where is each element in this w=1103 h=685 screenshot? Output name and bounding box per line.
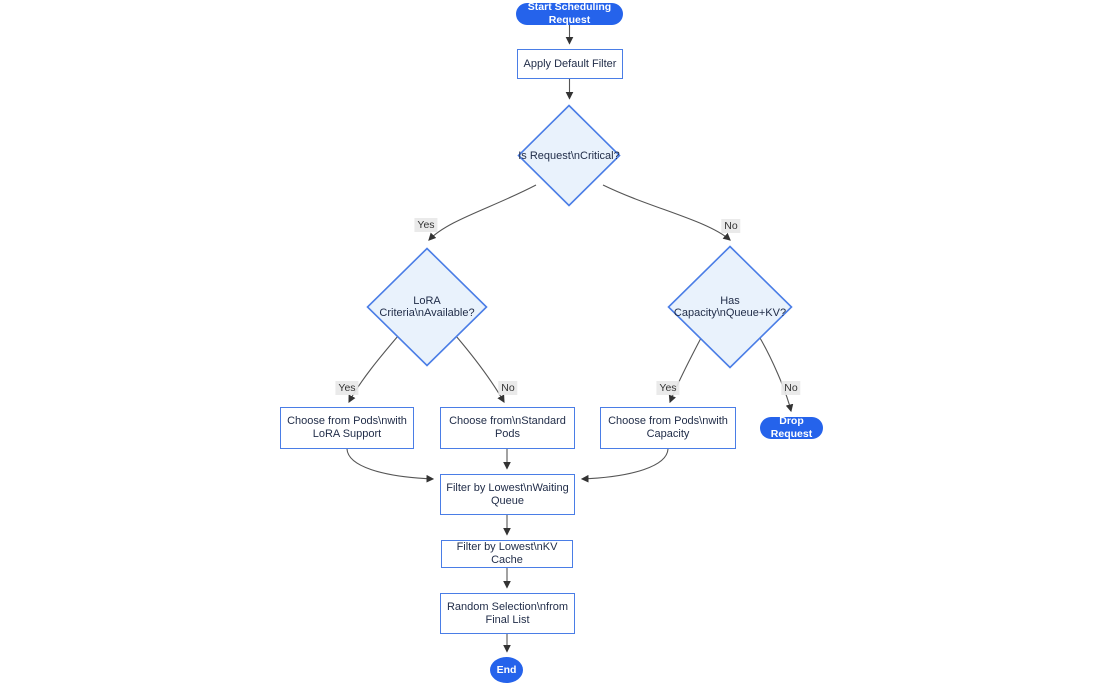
- node-random-selection-line2: Final List: [485, 613, 530, 626]
- node-end-label: End: [496, 663, 517, 676]
- node-filter-waiting-queue-line2: Queue: [490, 494, 525, 507]
- diamond-shape: [667, 245, 793, 369]
- node-choose-capacity-pods-line2: Capacity: [646, 428, 690, 440]
- node-filter-kv-cache: Filter by Lowest\nKV Cache: [441, 540, 573, 568]
- node-choose-standard-pods: Choose from\nStandard Pods: [440, 407, 575, 449]
- edge-capacitypods-to-filter: [580, 448, 669, 483]
- node-filter-kv-cache-label: Filter by Lowest\nKV Cache: [456, 541, 558, 566]
- node-choose-standard-pods-line2: Pods: [494, 428, 521, 440]
- diamond-shape: [517, 104, 621, 207]
- node-lora-criteria-label: LoRA Criteria\nAvailable?: [379, 295, 475, 319]
- edge-capacity-no: [759, 337, 794, 413]
- node-apply-default-filter: Apply Default Filter: [517, 49, 623, 79]
- node-end: End: [490, 657, 523, 683]
- edge-label-critical-no: No: [721, 219, 741, 233]
- node-choose-capacity-pods-line1: Choose from Pods\nwith: [608, 415, 728, 427]
- node-choose-lora-pods-line1: Choose from Pods\nwith: [287, 415, 407, 427]
- edge-lora-yes: [348, 335, 399, 404]
- diamond-shape: [366, 247, 488, 367]
- edge-critical-no: [602, 184, 731, 241]
- edge-label-lora-yes: Yes: [335, 381, 359, 395]
- node-drop-request: Drop Request: [760, 415, 823, 440]
- edge-lorapods-to-filter: [346, 448, 435, 483]
- node-has-capacity-label: Has Capacity\nQueue+KV?: [673, 295, 787, 319]
- node-is-request-critical: Is Request\nCritical?: [517, 104, 621, 207]
- edge-lora-no: [455, 335, 505, 404]
- node-is-request-critical-label: Is Request\nCritical?: [518, 149, 620, 162]
- edge-critical-yes: [428, 184, 537, 241]
- node-filter-waiting-queue-line1: Filter by Lowest\nWaiting: [446, 481, 569, 494]
- node-filter-waiting-queue: Filter by Lowest\nWaiting Queue: [440, 474, 575, 515]
- edge-label-lora-no: No: [498, 381, 518, 395]
- edge-label-capacity-yes: Yes: [656, 381, 680, 395]
- node-lora-criteria: LoRA Criteria\nAvailable?: [366, 247, 488, 367]
- node-choose-capacity-pods: Choose from Pods\nwith Capacity: [600, 407, 736, 449]
- edge-label-critical-yes: Yes: [414, 218, 438, 232]
- node-has-capacity: Has Capacity\nQueue+KV?: [667, 245, 793, 369]
- edge-capacity-yes: [668, 337, 702, 404]
- node-choose-lora-pods-line2: LoRA Support: [312, 428, 382, 440]
- node-drop-request-label: Drop Request: [770, 415, 813, 440]
- node-start-label: Start Scheduling Request: [527, 1, 612, 26]
- node-choose-standard-pods-line1: Choose from\nStandard: [449, 415, 566, 427]
- node-apply-default-filter-label: Apply Default Filter: [523, 57, 617, 70]
- node-random-selection-line1: Random Selection\nfrom: [446, 600, 569, 613]
- node-random-selection: Random Selection\nfrom Final List: [440, 593, 575, 634]
- edge-label-capacity-no: No: [781, 381, 801, 395]
- node-choose-lora-pods: Choose from Pods\nwith LoRA Support: [280, 407, 414, 449]
- node-start: Start Scheduling Request: [516, 1, 623, 26]
